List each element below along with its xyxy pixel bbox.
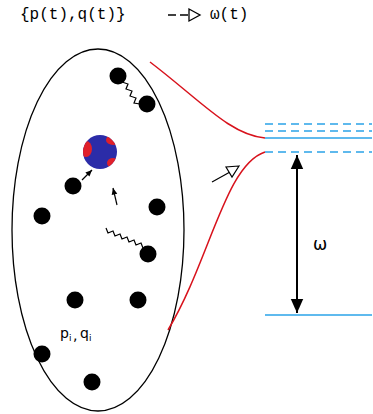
formula-text: ω(t) <box>210 7 248 23</box>
formula-text: {p(t),q(t)} <box>20 7 126 23</box>
chromophore <box>80 135 120 169</box>
subscript: i <box>89 334 92 343</box>
zoom-arrow <box>212 166 239 182</box>
zoom-curve <box>150 62 265 138</box>
coordinate-label: p <box>60 326 69 340</box>
subscript: i <box>69 334 72 343</box>
energy-levels <box>265 124 372 315</box>
transition-arrow <box>296 155 298 313</box>
motion-arrow <box>82 170 92 180</box>
motion-arrow <box>113 188 117 205</box>
zoom-curve <box>168 152 265 330</box>
mapping-arrow <box>168 9 200 21</box>
coordinate-label: q <box>80 326 89 340</box>
interaction-wave <box>106 82 143 248</box>
particles <box>34 68 166 391</box>
coordinate-label: , <box>73 328 77 342</box>
frequency-label: ω <box>313 236 327 253</box>
ensemble-ellipse <box>12 49 184 411</box>
